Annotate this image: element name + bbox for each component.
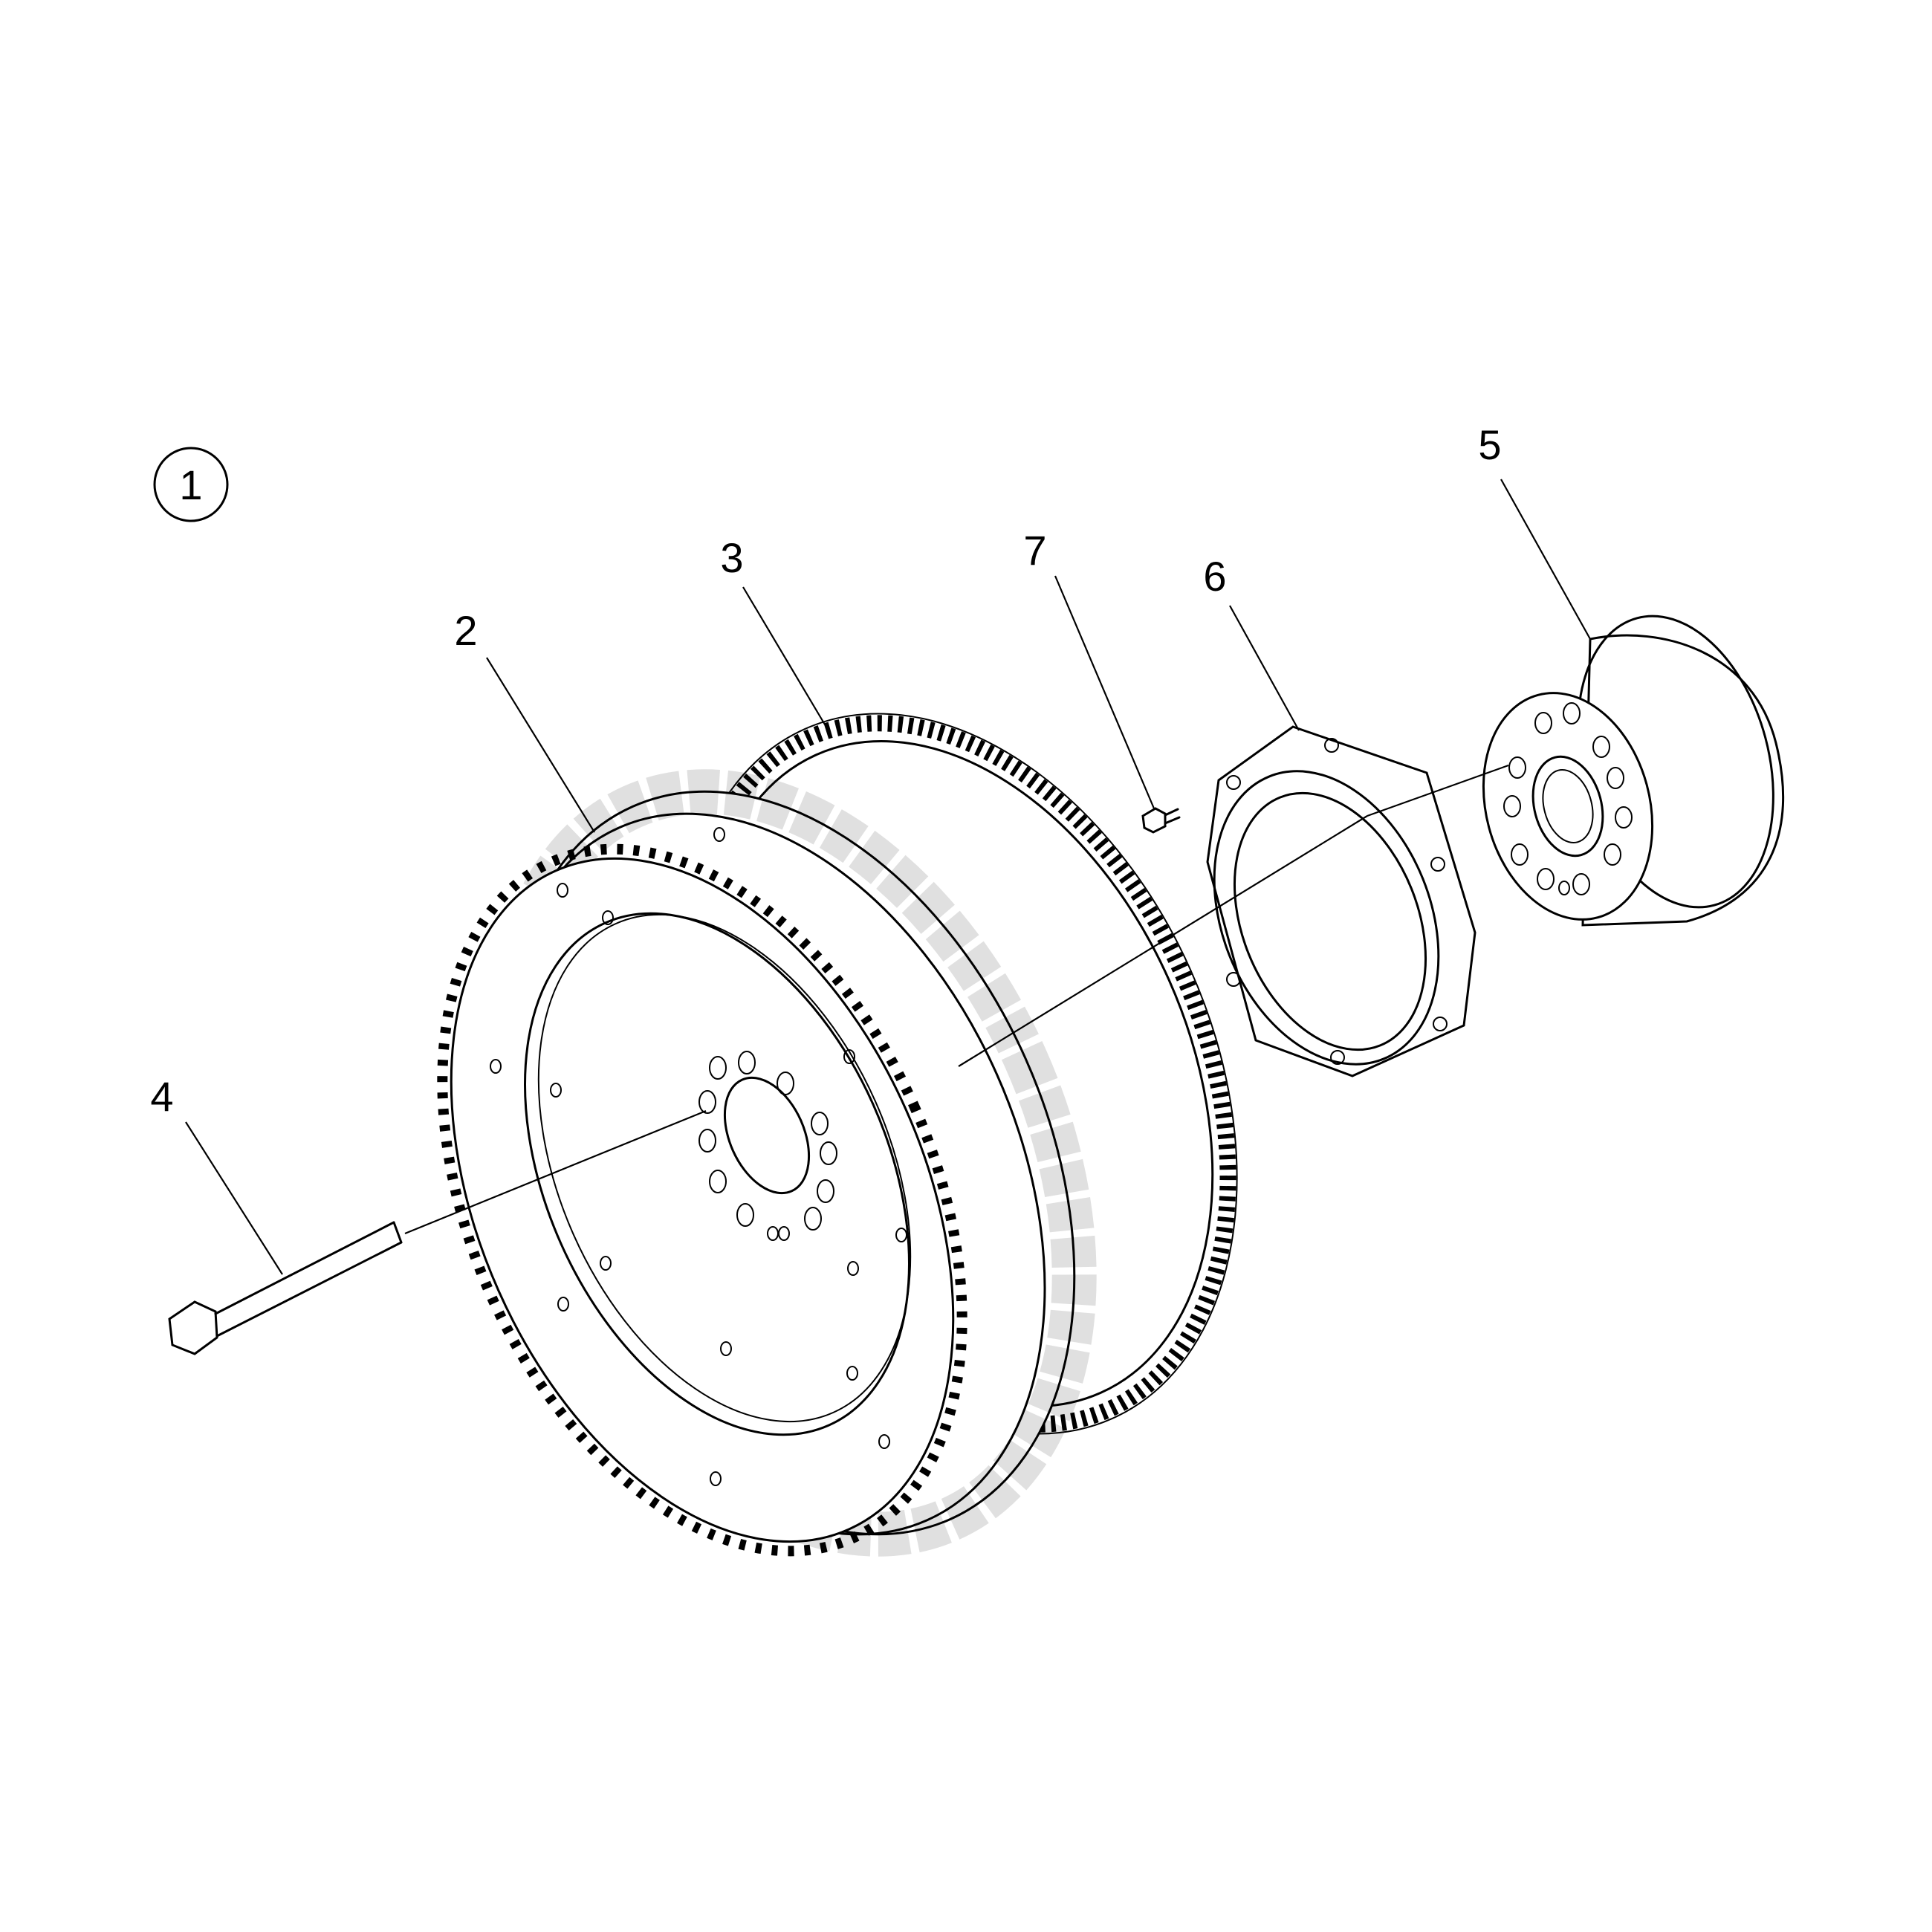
- assembly-centerline: [404, 764, 1509, 1235]
- callout-6: 6: [1203, 553, 1300, 731]
- callout-label-6: 6: [1203, 553, 1226, 600]
- flywheel: [437, 769, 1097, 1557]
- damper-pulley: [1482, 615, 1785, 927]
- callout-label-5: 5: [1478, 421, 1501, 468]
- figure-number-badge: 1: [153, 447, 229, 522]
- adapter-plate: [1206, 725, 1476, 1077]
- small-bolt: [1141, 807, 1181, 834]
- figure-number: 1: [179, 461, 202, 508]
- callout-5: 5: [1478, 421, 1591, 640]
- callout-label-4: 4: [150, 1073, 173, 1120]
- callout-label-3: 3: [720, 534, 743, 581]
- callout-7: 7: [1023, 527, 1155, 809]
- callout-4: 4: [150, 1073, 283, 1275]
- callout-3: 3: [720, 534, 826, 725]
- callout-2: 2: [454, 607, 595, 833]
- callout-label-2: 2: [454, 607, 477, 654]
- callout-label-7: 7: [1023, 527, 1046, 574]
- flywheel-bolt: [168, 1221, 403, 1355]
